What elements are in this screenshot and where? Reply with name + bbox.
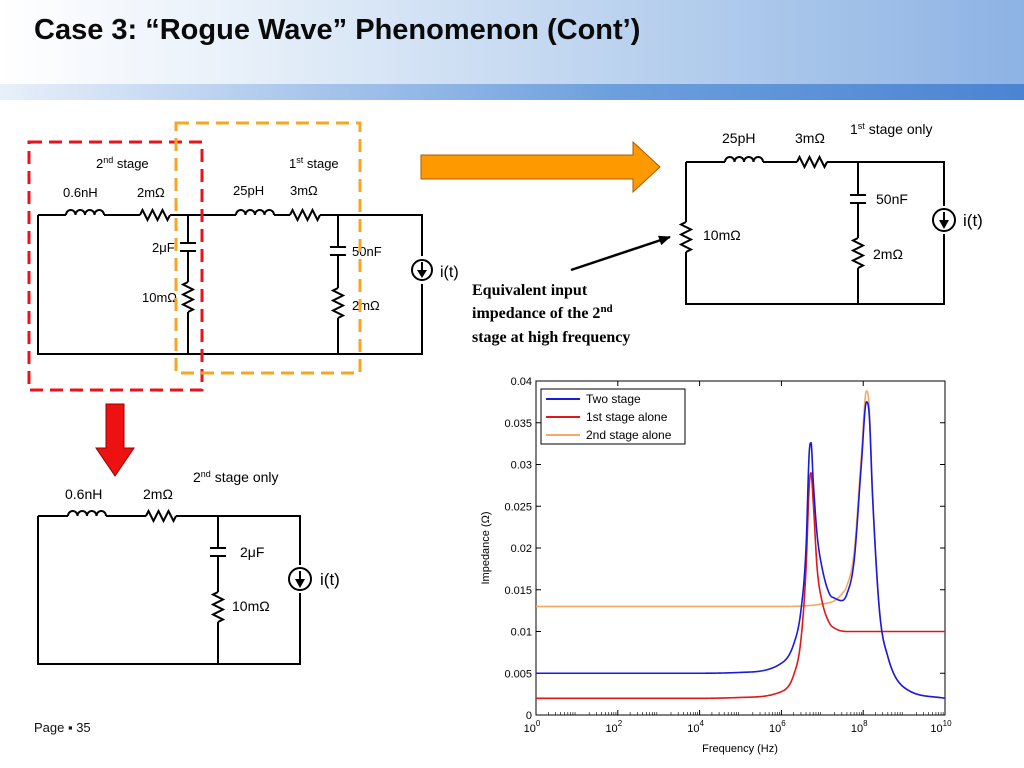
resistor-symbol <box>330 287 346 319</box>
stage2-label: 2nd stage <box>96 155 149 171</box>
capacitor-value-label: 2μF <box>152 240 175 255</box>
inductor-symbol <box>67 510 107 517</box>
series-line <box>536 401 946 700</box>
y-axis-label: Impedance (Ω) <box>480 511 492 584</box>
capacitor-value-label: 50nF <box>352 244 382 259</box>
resistor-value-label: 2mΩ <box>143 486 173 502</box>
resistor-symbol <box>145 508 177 524</box>
resistor-value-label: 3mΩ <box>795 130 825 146</box>
circuit-wire <box>37 515 301 665</box>
resistor-value-label: 3mΩ <box>290 183 318 198</box>
annotation-line: impedance of the 2nd <box>472 303 613 322</box>
x-tick-label: 102 <box>605 719 622 735</box>
inductor-value-label: 25pH <box>233 183 264 198</box>
capacitor-symbol <box>180 242 196 252</box>
capacitor-value-label: 50nF <box>876 191 908 207</box>
y-tick-label: 0.015 <box>504 585 532 597</box>
resistor-value-label: 10mΩ <box>232 598 270 614</box>
y-tick-label: 0 <box>526 710 532 722</box>
circuit-wire <box>685 161 945 305</box>
x-tick-label: 106 <box>769 719 786 735</box>
resistor-value-label: 2mΩ <box>137 185 165 200</box>
circuit-wire <box>37 214 423 355</box>
x-tick-label: 104 <box>687 719 704 735</box>
x-tick-label: 100 <box>524 719 541 735</box>
y-tick-label: 0.01 <box>511 627 532 639</box>
annotation-pointer-arrow <box>570 235 671 272</box>
legend-label: Two stage <box>586 392 641 406</box>
y-tick-label: 0.025 <box>504 501 532 513</box>
resistor-symbol <box>289 207 321 223</box>
legend-label: 1st stage alone <box>586 410 668 424</box>
y-tick-label: 0.005 <box>504 668 532 680</box>
resistor-value-label: 2mΩ <box>352 298 380 313</box>
stage2-highlight-box <box>27 140 204 392</box>
header-accent-bar <box>0 84 1024 100</box>
second-stage-only-label: 2nd stage only <box>193 469 279 485</box>
x-tick-label: 1010 <box>930 719 952 735</box>
annotation-line: stage at high frequency <box>472 329 630 346</box>
second-stage-only-circuit <box>37 508 312 665</box>
stage1-label: 1st stage <box>289 155 339 171</box>
resistor-symbol <box>210 591 226 623</box>
y-tick-label: 0.02 <box>511 543 532 555</box>
x-tick-label: 108 <box>851 719 868 735</box>
inductor-value-label: 0.6nH <box>65 486 102 502</box>
y-tick-label: 0.04 <box>511 376 532 388</box>
slide-title: Case 3: “Rogue Wave” Phenomenon (Cont’) <box>34 14 641 46</box>
source-label: i(t) <box>440 264 459 281</box>
capacitor-symbol <box>210 547 226 557</box>
y-tick-label: 0.03 <box>511 460 532 472</box>
resistor-symbol <box>796 154 828 170</box>
stage1-highlight-box <box>174 121 362 375</box>
red-arrow <box>95 403 135 477</box>
resistor-value-label: 2mΩ <box>873 246 903 262</box>
capacitor-symbol <box>330 246 346 256</box>
two-stage-circuit <box>37 207 433 355</box>
header-background <box>0 0 1024 84</box>
annotation-line: Equivalent input <box>472 282 588 299</box>
equivalent-resistor-label: 10mΩ <box>703 227 741 243</box>
inductor-value-label: 25pH <box>722 130 755 146</box>
first-stage-only-circuit <box>678 154 956 305</box>
resistor-symbol <box>180 281 196 313</box>
legend-label: 2nd stage alone <box>586 428 672 442</box>
capacitor-value-label: 2μF <box>240 544 264 560</box>
y-tick-label: 0.035 <box>504 418 532 430</box>
first-stage-only-label: 1st stage only <box>850 121 933 137</box>
inductor-symbol <box>65 209 105 216</box>
resistor-symbol <box>678 221 694 253</box>
inductor-symbol <box>724 156 764 163</box>
impedance-chart: 0 0.005 0.01 0.015 0.02 0.025 0.03 0.035 0.04 100… <box>480 376 952 755</box>
resistor-symbol <box>850 237 866 269</box>
inductor-symbol <box>235 209 275 216</box>
source-label: i(t) <box>963 211 983 230</box>
source-label: i(t) <box>320 570 340 589</box>
series-line <box>536 471 945 700</box>
inductor-value-label: 0.6nH <box>63 185 98 200</box>
page-footer: Page ▪ 35 <box>34 720 91 735</box>
x-axis-label: Frequency (Hz) <box>702 743 778 755</box>
resistor-value-label: 10mΩ <box>142 290 177 305</box>
orange-arrow <box>420 140 661 194</box>
resistor-symbol <box>139 207 171 223</box>
capacitor-symbol <box>850 194 866 204</box>
chart-legend: Two stage 1st stage alone 2nd stage alone <box>540 388 686 445</box>
